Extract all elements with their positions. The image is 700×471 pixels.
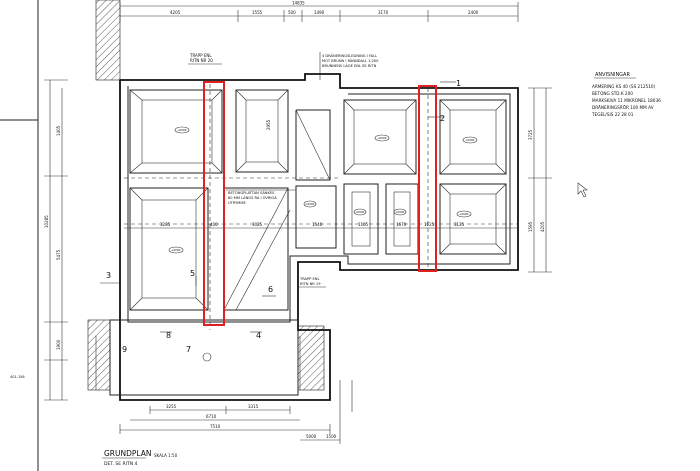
footing-label-4: +0000 (305, 202, 315, 206)
title-main: GRUNDPLAN (104, 449, 152, 458)
svg-text:UTRYMME: UTRYMME (228, 201, 246, 205)
dim-mid-right-1: 1540 (312, 222, 323, 227)
notes-line-2: BETONG STD.K 200 (592, 91, 633, 96)
callout-betongplatta: BETONGPLATTAN SÄNKES 80 MM LÄNGS RA I ÖV… (226, 189, 296, 205)
dim-top-3: 500 (288, 10, 296, 15)
notes-line-3: MARKSKIVA 11 MIKRONEL 18036 (592, 98, 661, 103)
drain-well (202, 352, 212, 362)
dim-top-1: 4205 (170, 10, 181, 15)
mouse-cursor-icon (577, 182, 588, 198)
corner-mark: 401-156 (10, 375, 25, 379)
section-label-9: 9 (122, 345, 127, 354)
footing-markers (168, 126, 478, 254)
footing-label-3: +0000 (465, 138, 475, 142)
dim-top-5: 3170 (378, 10, 389, 15)
dim-left-c: 1900 (56, 339, 61, 350)
svg-text:MOT BRUNN I RÄNNDALL 1:200: MOT BRUNN I RÄNNDALL 1:200 (322, 58, 379, 63)
dim-mid-right-4: 1125 (424, 222, 435, 227)
hatched-wall-bottom-right (297, 325, 325, 391)
notes-line-1: ARMERING KS 40 (SS 212510) (592, 84, 656, 89)
dim-top-total: 14835 (292, 1, 305, 6)
svg-text:RITN NR 19: RITN NR 19 (300, 282, 321, 286)
section-label-2: 2 (440, 114, 445, 123)
section-label-8: 8 (166, 331, 171, 340)
corridor-panels (295, 109, 337, 249)
dim-left-a: 5475 (56, 249, 61, 260)
section-label-7: 7 (186, 345, 191, 354)
dim-right-a: 3725 (528, 129, 533, 140)
callout-trapp-mid: TRAPP ENL RITN NR 19 (298, 277, 326, 288)
hatched-wall-top-left (95, 0, 121, 81)
callout-drain: 4 DRÄNERINGSLEDNING I FALL MOT BRUNN I R… (319, 52, 379, 80)
dim-bottom-d-1: 5000 (306, 434, 317, 439)
footing-label-1: +0000 (177, 128, 187, 132)
dim-mid-left-3: 3025 (252, 222, 263, 227)
bottom-dimension-chains (119, 380, 353, 444)
dim-mid-right-5: 3125 (454, 222, 465, 227)
dim-mid-left-1: 3285 (160, 222, 171, 227)
section-label-3: 3 (106, 271, 111, 280)
dim-bottom-b: 6710 (206, 414, 217, 419)
title-detail: DET. SE RITN 4 (104, 461, 138, 467)
dim-left-b: 1405 (56, 125, 61, 136)
title-block: GRUNDPLAN SKALA 1:50 DET. SE RITN 4 (102, 449, 178, 467)
svg-text:BRUNNENS LÄGE ENL SE RITN: BRUNNENS LÄGE ENL SE RITN (322, 63, 377, 68)
section-label-6: 6 (268, 285, 273, 294)
footing-label-5: +0000 (355, 210, 365, 214)
section-markers (100, 81, 456, 333)
dim-right-b: 1595 (528, 221, 533, 232)
dim-small-a: 2955 (266, 119, 271, 130)
callout-trapp-top: TRAPP ENL RITN NR 20 (188, 53, 222, 65)
top-dimension-chain (119, 2, 519, 22)
dim-bottom-c: 7510 (210, 424, 221, 429)
svg-text:4 DRÄNERINGSLEDNING I FALL: 4 DRÄNERINGSLEDNING I FALL (322, 53, 377, 58)
dim-bottom-d-2: 1500 (326, 434, 337, 439)
section-label-5: 5 (190, 269, 195, 278)
building-outline (119, 73, 519, 401)
section-label-1: 1 (456, 79, 461, 88)
notes-block: ANVISNINGAR ARMERING KS 40 (SS 212510) B… (591, 72, 661, 117)
footing-label-6: +0000 (395, 210, 405, 214)
notes-heading: ANVISNINGAR (595, 72, 630, 78)
notes-line-5: TEGEL/SIS 22 28 01 (591, 112, 634, 117)
dim-right-c: 4205 (540, 221, 545, 232)
dim-mid-right-2: 1105 (358, 222, 369, 227)
section-label-4: 4 (256, 331, 261, 340)
title-scale: SKALA 1:50 (154, 453, 178, 458)
highlight-box-right (418, 85, 437, 272)
svg-text:80 MM LÄNGS RA I ÖVRIGA: 80 MM LÄNGS RA I ÖVRIGA (228, 195, 277, 200)
left-dimension-chain (44, 79, 68, 401)
svg-text:TRAPP ENL: TRAPP ENL (299, 277, 319, 281)
inner-outline (127, 86, 511, 323)
footing-label-7: +0000 (459, 212, 469, 216)
footing-label-2: +0000 (377, 136, 387, 140)
dim-mid-right-3: 1670 (396, 222, 407, 227)
svg-text:TRAPP ENL: TRAPP ENL (189, 53, 212, 58)
highlight-box-left (203, 81, 225, 326)
dim-bottom-a-2: 3315 (248, 404, 259, 409)
entrance-area (109, 319, 299, 396)
right-dimension-chain (528, 87, 552, 273)
dim-bottom-a-1: 3255 (166, 404, 177, 409)
svg-text:BETONGPLATTAN SÄNKES: BETONGPLATTAN SÄNKES (228, 190, 275, 195)
dim-left-total: 10285 (44, 215, 49, 228)
hatched-wall-bottom-left (87, 319, 111, 391)
dim-top-6: 2400 (468, 10, 479, 15)
dim-mid-left-2: 400 (210, 222, 218, 227)
notes-line-4: DRÄNERINGSRÖR 100 MM AV (592, 105, 654, 110)
dim-top-2: 1555 (252, 10, 263, 15)
svg-text:RITN NR 20: RITN NR 20 (190, 58, 213, 63)
footing-label-8: +0000 (171, 248, 181, 252)
footing-panels-left (129, 89, 291, 311)
footing-panels-right (343, 99, 507, 255)
dim-top-4: 1490 (314, 10, 325, 15)
